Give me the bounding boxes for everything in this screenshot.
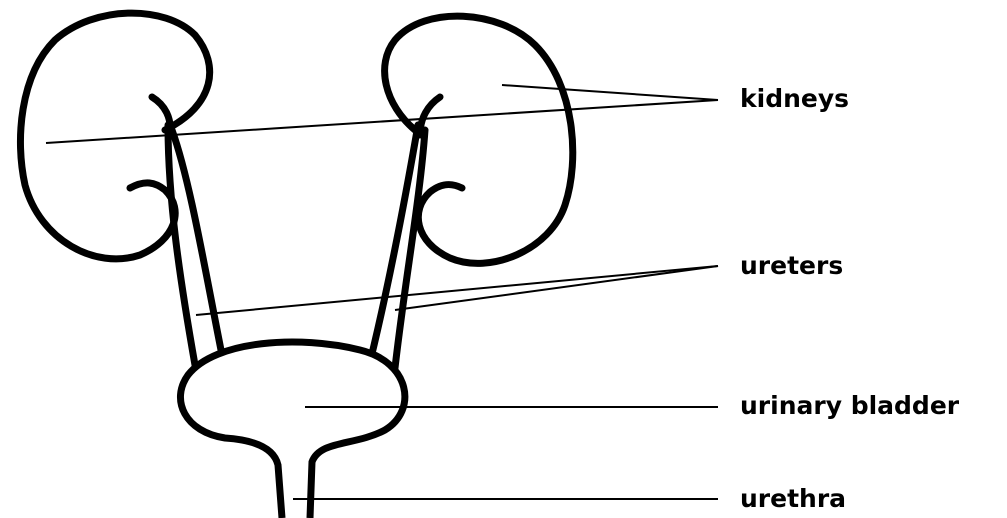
bladder-label: urinary bladder [740, 393, 959, 418]
left-kidney [20, 13, 209, 259]
ureters-label: ureters [740, 253, 843, 278]
urethra-label: urethra [740, 486, 846, 511]
kidneys-label: kidneys [740, 86, 849, 111]
ureters-leader [196, 266, 718, 315]
kidneys-leader [46, 85, 718, 143]
urinary-bladder [180, 342, 404, 518]
